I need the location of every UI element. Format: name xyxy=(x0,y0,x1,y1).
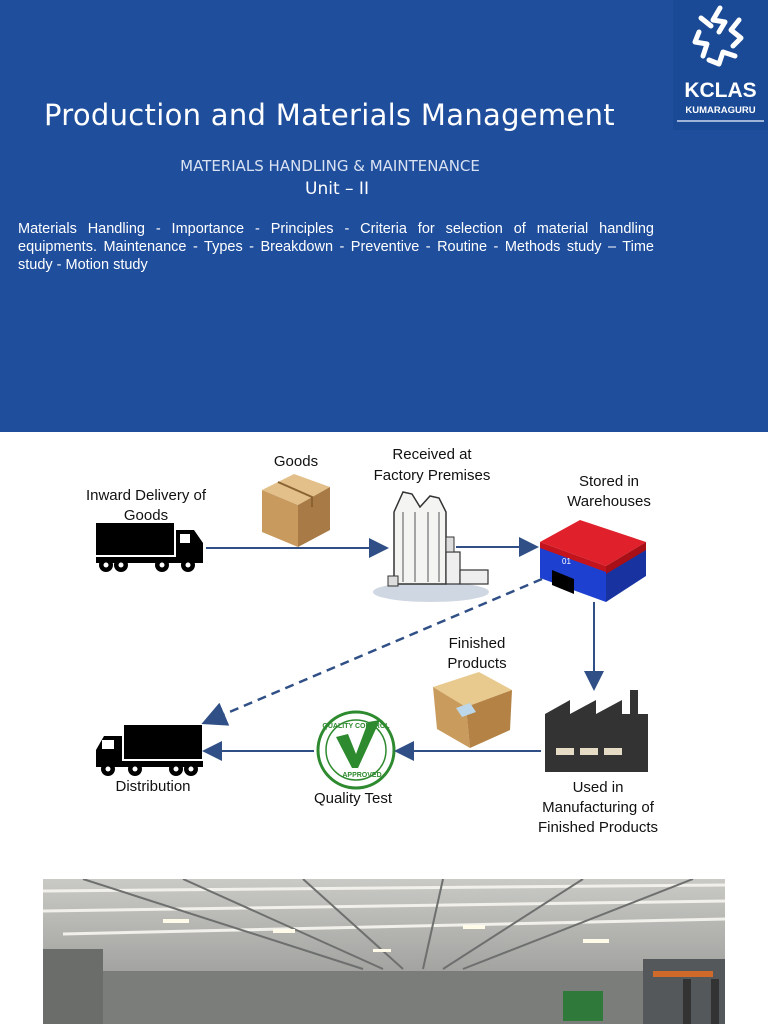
manufacturing-factory-icon xyxy=(545,690,648,772)
label-inward-2: Goods xyxy=(124,507,168,524)
material-flow-diagram: Inward Delivery of Goods Goods Received … xyxy=(86,446,658,836)
logo-fine-print xyxy=(677,120,764,122)
label-inward-1: Inward Delivery of xyxy=(86,487,207,504)
factory-premises-icon xyxy=(373,491,489,602)
logo-subname: KUMARAGURU xyxy=(685,105,756,116)
label-used-1: Used in xyxy=(573,779,624,796)
label-used-3: Finished Products xyxy=(538,819,658,836)
arrow-warehouse-to-distribution-dashed xyxy=(201,577,543,726)
quality-control-stamp-icon: QUALITY CONTROL APPROVED xyxy=(316,710,396,790)
label-received-2: Factory Premises xyxy=(374,467,491,484)
goods-box-icon xyxy=(262,474,330,547)
topics-text: Materials Handling - Importance - Princi… xyxy=(18,221,654,273)
label-quality: Quality Test xyxy=(314,790,393,807)
unit-label: Unit – II xyxy=(305,179,369,199)
distribution-truck-icon xyxy=(96,725,203,776)
label-received-1: Received at xyxy=(392,446,472,463)
label-finished-1: Finished xyxy=(449,635,506,652)
slide-subtitle: MATERIALS HANDLING & MAINTENANCE xyxy=(180,157,480,175)
label-finished-2: Products xyxy=(447,655,506,672)
warehouse-icon: 01 xyxy=(540,520,646,602)
title-slide: Production and Materials Management MATE… xyxy=(0,0,768,432)
label-distribution: Distribution xyxy=(115,778,190,795)
finished-products-box-icon xyxy=(433,672,512,748)
kclas-logo: KCLAS KUMARAGURU xyxy=(673,0,768,130)
warehouse-number: 01 xyxy=(562,557,571,566)
stamp-top-text: QUALITY CONTROL xyxy=(322,723,390,730)
label-goods: Goods xyxy=(274,453,318,470)
logo-name: KCLAS xyxy=(684,79,757,102)
warehouse-interior-photo xyxy=(43,879,725,1024)
label-stored-1: Stored in xyxy=(579,473,639,490)
label-stored-2: Warehouses xyxy=(567,493,651,510)
label-used-2: Manufacturing of xyxy=(542,799,655,816)
page-title: Production and Materials Management xyxy=(44,98,615,132)
inward-truck-icon xyxy=(96,523,203,572)
kclas-emblem-icon xyxy=(692,5,744,67)
stamp-bottom-text: APPROVED xyxy=(342,772,381,779)
